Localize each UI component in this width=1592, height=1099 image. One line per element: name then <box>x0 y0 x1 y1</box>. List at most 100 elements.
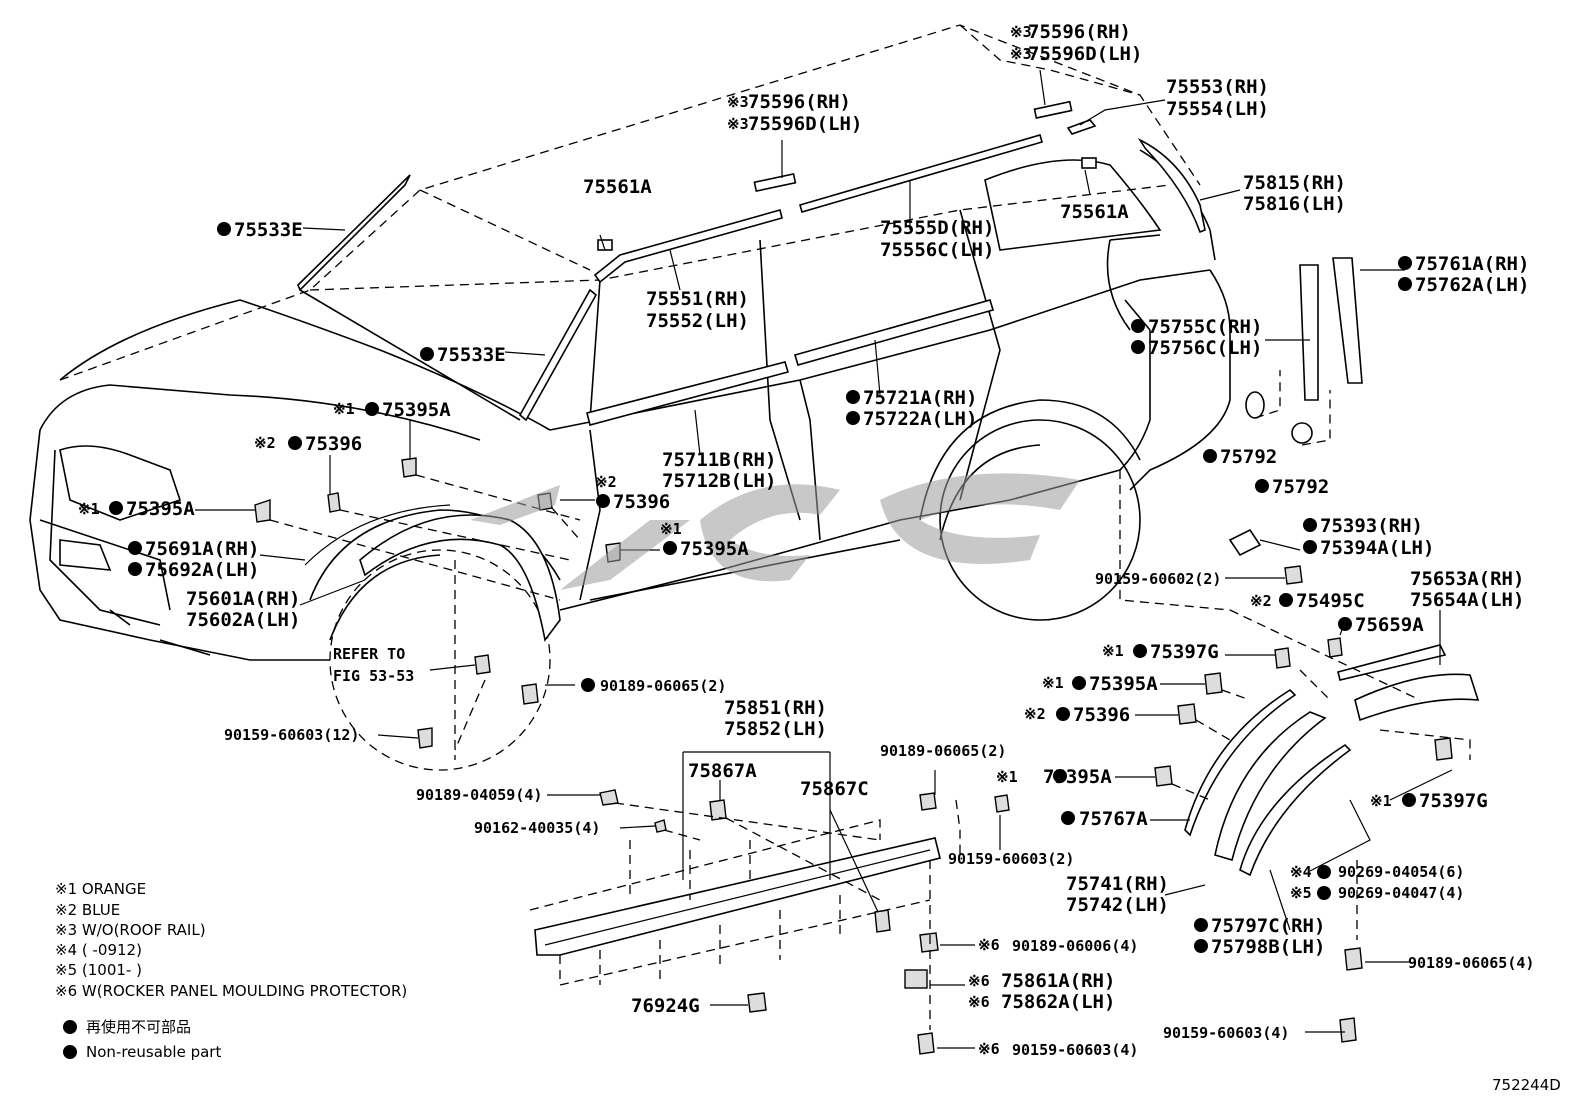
legend-6: ※6 W(ROCKER PANEL MOULDING PROTECTOR) <box>55 982 407 1000</box>
rear-bolt <box>1284 565 1303 585</box>
mark: ※6 <box>968 972 990 990</box>
label-75533e-top: 75533E <box>234 219 303 241</box>
label-75397g-2: 75397G <box>1419 790 1488 812</box>
legend: ※1 ORANGE ※2 BLUE ※3 W/O(ROOF RAIL) ※4 (… <box>55 880 407 1061</box>
clip-front-7 <box>521 683 539 705</box>
rocker-clip-e <box>919 792 937 811</box>
label-75552: 75552(LH) <box>646 310 749 332</box>
label-75551: 75551(RH) <box>646 288 749 310</box>
mark: ※3 <box>1010 45 1032 63</box>
label-75742: 75742(LH) <box>1066 894 1169 916</box>
rocker-clip-d <box>874 909 891 933</box>
figure-id: 752244D <box>1492 1076 1561 1094</box>
label-75815: 75815(RH) <box>1243 172 1346 194</box>
mark: ※2 <box>595 473 617 491</box>
label-75396-3: 75396 <box>1073 704 1130 726</box>
label-75395a-5: 75395A <box>1043 766 1112 788</box>
label-90159-60603-4: 90159-60603(4) <box>1163 1024 1289 1042</box>
roof-clip-b <box>1033 100 1073 119</box>
mark: ※3 <box>1010 23 1032 41</box>
legend-1: ※1 ORANGE <box>55 880 146 898</box>
label-refer-to: REFER TO <box>333 645 405 663</box>
label-90159-60603-12: 90159-60603(12) <box>224 726 359 744</box>
leader-lines <box>195 69 1471 1049</box>
label-90162-40035: 90162-40035(4) <box>474 819 600 837</box>
rear-clip-b <box>1274 647 1291 669</box>
label-76924g: 76924G <box>631 995 700 1017</box>
label-75767a: 75767A <box>1079 808 1148 830</box>
clip-front-3 <box>401 457 417 478</box>
label-75756c: 75756C(LH) <box>1148 337 1262 359</box>
legend-4: ※4 ( -0912) <box>55 941 142 959</box>
label-75722a: 75722A(LH) <box>863 408 977 430</box>
mark: ※4 <box>1290 863 1312 881</box>
label-75397g-1: 75397G <box>1150 641 1219 663</box>
label-90159-60603-6: 90159-60603(4) <box>1012 1041 1138 1059</box>
label-75596d-roof-lh: 75596D(LH) <box>1028 43 1142 65</box>
label-75396-2: 75396 <box>613 491 670 513</box>
label-75816: 75816(LH) <box>1243 193 1346 215</box>
front-fender-flare <box>359 514 561 642</box>
label-75495c: 75495C <box>1296 590 1365 612</box>
label-75798b: 75798B(LH) <box>1211 936 1325 958</box>
label-75755c: 75755C(RH) <box>1148 316 1262 338</box>
mark: ※6 <box>978 1040 1000 1058</box>
clip-front-2 <box>327 492 341 513</box>
label-75394a: 75394A(LH) <box>1320 537 1434 559</box>
part-labels: ※3 75596(RH) ※3 75596D(LH) ※3 75596(RH) … <box>78 21 1534 1059</box>
label-75721a: 75721A(RH) <box>863 387 977 409</box>
clip-75792-b <box>1291 422 1313 444</box>
label-90189-06065-b: 90189-06065(2) <box>880 742 1006 760</box>
mark: ※1 <box>333 400 355 418</box>
label-75691a: 75691A(RH) <box>145 538 259 560</box>
label-90269-04047: 90269-04047(4) <box>1338 884 1464 902</box>
rear-clip-a <box>1327 637 1343 658</box>
roof-end-cap <box>1066 119 1097 135</box>
mark: ※1 <box>996 768 1018 786</box>
rear-door-belt-moulding <box>794 299 994 366</box>
mark: ※6 <box>968 993 990 1011</box>
label-75867a: 75867A <box>688 760 757 782</box>
label-75596-roof-rh: 75596(RH) <box>1028 21 1131 43</box>
label-75653a: 75653A(RH) <box>1410 568 1524 590</box>
front-arch-moulding <box>304 504 451 566</box>
label-75711b: 75711B(RH) <box>662 449 776 471</box>
label-75596-mid-rh: 75596(RH) <box>748 91 851 113</box>
rear-clip-c <box>1204 672 1223 695</box>
rear-clip-e <box>1154 765 1173 787</box>
windshield-moulding-top <box>297 174 411 292</box>
label-75561a-2: 75561A <box>1060 201 1129 223</box>
mark: ※1 <box>78 500 100 518</box>
label-75553: 75553(RH) <box>1166 76 1269 98</box>
mark: ※1 <box>1042 674 1064 692</box>
label-75862a: 75862A(LH) <box>1001 991 1115 1013</box>
clip-front-6 <box>474 654 491 675</box>
legend-5: ※5 (1001- ) <box>55 961 142 979</box>
legend-nonreusable-jp: 再使用不可部品 <box>86 1018 191 1036</box>
label-75561a-1: 75561A <box>583 176 652 198</box>
mark: ※1 <box>660 520 682 538</box>
mark: ※3 <box>727 93 749 111</box>
rear-fender-flare <box>1354 673 1480 722</box>
label-75556c: 75556C(LH) <box>880 239 994 261</box>
label-90159-60602: 90159-60602(2) <box>1095 570 1221 588</box>
rear-flare-upper <box>1337 644 1447 681</box>
label-75395a-1: 75395A <box>382 399 451 421</box>
rear-window-moulding-a <box>1299 264 1319 401</box>
clip-front-1 <box>254 499 271 523</box>
label-75761a: 75761A(RH) <box>1415 253 1529 275</box>
rear-spoiler-piece <box>1137 138 1206 234</box>
clip-75792-a <box>1245 391 1265 419</box>
mark: ※6 <box>978 936 1000 954</box>
label-75852: 75852(LH) <box>724 718 827 740</box>
label-75601a: 75601A(RH) <box>186 588 300 610</box>
rear-clip-g <box>1344 947 1363 971</box>
mark: ※2 <box>254 434 276 452</box>
mark: ※5 <box>1290 884 1312 902</box>
label-75395a-4: 75395A <box>1089 673 1158 695</box>
rear-window-moulding-b <box>1332 257 1363 384</box>
non-reusable-dots <box>63 222 1416 1059</box>
rocker-panel-moulding <box>534 837 941 956</box>
label-75867c: 75867C <box>800 778 869 800</box>
label-fig-ref: FIG 53-53 <box>333 667 414 685</box>
